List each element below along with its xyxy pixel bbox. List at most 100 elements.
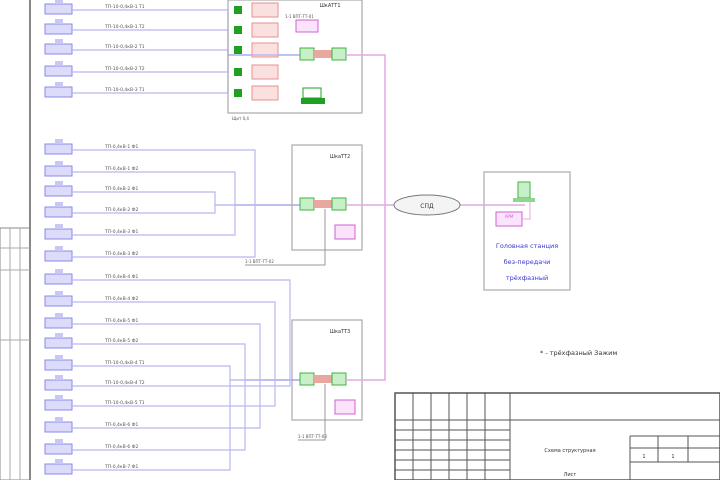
sensor-head: [55, 181, 63, 186]
sensor-icon: [44, 317, 73, 329]
sensor-icon: [44, 421, 73, 433]
title-block: [394, 392, 720, 480]
cabinet-label: ШкАТТ1: [319, 3, 340, 9]
terminal-icon: [234, 46, 242, 54]
sensor-icon: [44, 337, 73, 349]
sensor-icon: [44, 463, 73, 475]
sensor-head: [55, 246, 63, 251]
sensor-icon: [44, 65, 73, 77]
sensor-label: ТП-0,4кВ-6 Ф1: [104, 422, 139, 428]
power-supply-icon: [334, 399, 356, 415]
power-supply-icon: [334, 224, 356, 240]
sensor-head: [55, 459, 63, 464]
sensor-label: ТП-0,4кВ-3 Ф2: [104, 251, 139, 257]
sensor-head: [55, 395, 63, 400]
sensor-head: [55, 82, 63, 87]
server-label-line-3: трёхфазный: [506, 274, 548, 282]
sensor-icon: [44, 206, 73, 218]
sensor-label: ТП-0,4кВ-7 Ф1: [104, 464, 139, 470]
sensor-head: [55, 161, 63, 166]
title-block-sheet: 1: [642, 454, 645, 460]
sensor-row: ТП-0,4кВ-1 Ф2: [44, 161, 305, 206]
sensor-icon: [44, 3, 73, 15]
meter-module-icon: [251, 64, 279, 80]
left-stamp: [0, 227, 31, 480]
sensor-head: [55, 202, 63, 207]
sensor-row: ТП-10-0,4кВ-4 Т1: [44, 355, 305, 381]
sensor-icon: [44, 250, 73, 262]
sensor-row: ТП-0,4кВ-7 Ф1: [44, 379, 305, 475]
sensor-cable: [72, 379, 305, 451]
sensor-head: [55, 313, 63, 318]
sensor-row: ТП-0,4кВ-2 Ф1: [44, 181, 305, 206]
title-block-sheets: 1: [671, 454, 674, 460]
legend-note: * - трёхфазный Зажим: [540, 349, 617, 357]
sensor-head: [55, 333, 63, 338]
sensor-row: ТП-0,4кВ-4 Ф2: [44, 291, 305, 381]
sensor-row: ТП-0,4кВ-5 Ф2: [44, 333, 305, 381]
sensor-label: ТП-0,4кВ-5 Ф1: [104, 318, 139, 324]
group1-sensor-group: ТП-10-0,4кВ-1 Т1 ТП-10-0,4кВ-1 Т2 ТП-10-0,…: [44, 0, 363, 121]
sensor-label: ТП-10-0,4кВ-1 Т2: [104, 24, 145, 30]
sensor-icon: [44, 443, 73, 455]
sensor-row: ТП-0,4кВ-5 Ф1: [44, 313, 305, 381]
converter-icon: [299, 197, 315, 211]
sensor-head: [55, 439, 63, 444]
sensor-head: [55, 139, 63, 144]
meter-module-icon: [251, 22, 279, 38]
patch-panel-icon: [314, 200, 332, 208]
switch-icon: [331, 47, 347, 61]
sensor-icon: [44, 399, 73, 411]
network-bus: [362, 54, 386, 381]
server-label-line-2: без-передачи: [504, 258, 551, 266]
sensor-icon: [44, 43, 73, 55]
cable-label: 1-1 ВПТ-ТТ-02: [245, 259, 274, 264]
cabinet-label: ШкаТТ2: [330, 154, 351, 160]
sensor-label: ТП-0,4кВ-6 Ф2: [104, 444, 139, 450]
sensor-cable: [72, 149, 305, 206]
sensor-label: ТП-0,4кВ-4 Ф2: [104, 296, 139, 302]
sensor-label: ТП-0,4кВ-1 Ф2: [104, 166, 139, 172]
cabinet-label: ШкаТТ3: [330, 329, 351, 335]
sensor-icon: [44, 273, 73, 285]
power-supply-icon: [295, 19, 319, 33]
server-icon: [513, 181, 535, 202]
server-label-line-1: Головная станция: [496, 242, 558, 250]
sensor-label: ТП-10-0,4кВ-4 Т2: [104, 380, 145, 386]
cabinet-box: [227, 0, 363, 114]
sensor-head: [55, 0, 63, 4]
sensor-head: [55, 39, 63, 44]
sensor-head: [55, 224, 63, 229]
sensor-label: ТП-10-0,4кВ-2 Т1: [104, 44, 145, 50]
patch-panel-icon: [314, 50, 332, 58]
sensor-row: ТП-0,4кВ-3 Ф2: [44, 204, 305, 262]
cabinet-box: [291, 319, 363, 421]
cable-label: 1-1 ВПТ-ТТ-01: [285, 14, 314, 19]
converter-icon: [299, 372, 315, 386]
head-station-box: АРМ Головная станция без-передачи трёхфа…: [483, 171, 571, 291]
sensor-row: ТП-0,4кВ-3 Ф1: [44, 204, 305, 240]
terminal-icon: [234, 68, 242, 76]
sensor-label: ТП-0,4кВ-3 Ф1: [104, 229, 139, 235]
sensor-head: [55, 417, 63, 422]
meter-module-icon: [251, 85, 279, 101]
sensor-label: ТП-10-0,4кВ-1 Т1: [104, 4, 145, 10]
network-cloud: СПД: [393, 194, 461, 216]
sensor-row: ТП-0,4кВ-6 Ф2: [44, 379, 305, 455]
switch-icon: [331, 372, 347, 386]
workstation-icon: АРМ: [495, 211, 523, 227]
sensor-icon: [44, 228, 73, 240]
sensor-icon: [44, 86, 73, 98]
sensor-row: ТП-0,4кВ-2 Ф2: [44, 202, 305, 218]
cabinet-box: [291, 144, 363, 251]
sensor-icon: [44, 23, 73, 35]
sensor-row: ТП-10-0,4кВ-2 Т2: [44, 54, 305, 80]
sensor-label: ТП-10-0,4кВ-5 Т1: [104, 400, 145, 406]
title-block-subtitle: Лист: [564, 472, 577, 478]
sensor-label: ТП-0,4кВ-5 Ф2: [104, 338, 139, 344]
sensor-label: ТП-10-0,4кВ-2 Т2: [104, 66, 145, 72]
sensor-icon: [44, 165, 73, 177]
